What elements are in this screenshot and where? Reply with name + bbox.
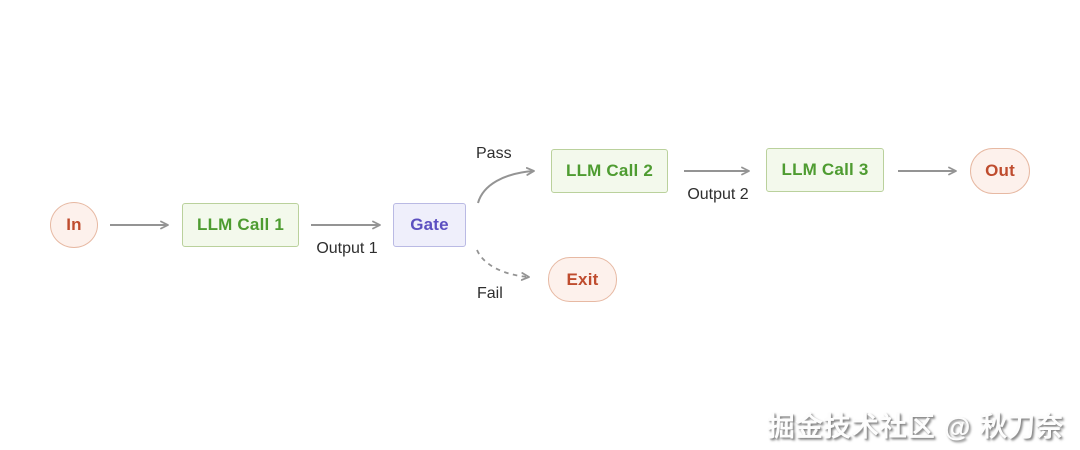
edge-label-fail: Fail <box>477 285 503 302</box>
node-out: Out <box>970 148 1030 194</box>
node-gate: Gate <box>393 203 466 247</box>
node-llm-call-2: LLM Call 2 <box>551 149 668 193</box>
node-llm-call-1: LLM Call 1 <box>182 203 299 247</box>
edge-label-output-1: Output 1 <box>316 240 378 257</box>
edge-gate-pass-to-llm2 <box>477 167 535 204</box>
node-in: In <box>50 202 98 248</box>
edge-label-output-2: Output 2 <box>687 186 749 203</box>
edge-gate-fail-to-exit <box>476 249 530 281</box>
node-exit: Exit <box>548 257 617 302</box>
node-llm-call-3: LLM Call 3 <box>766 148 884 192</box>
edge-label-pass: Pass <box>476 145 512 162</box>
watermark-text: 掘金技术社区 @ 秋刀奈 <box>767 412 1064 442</box>
